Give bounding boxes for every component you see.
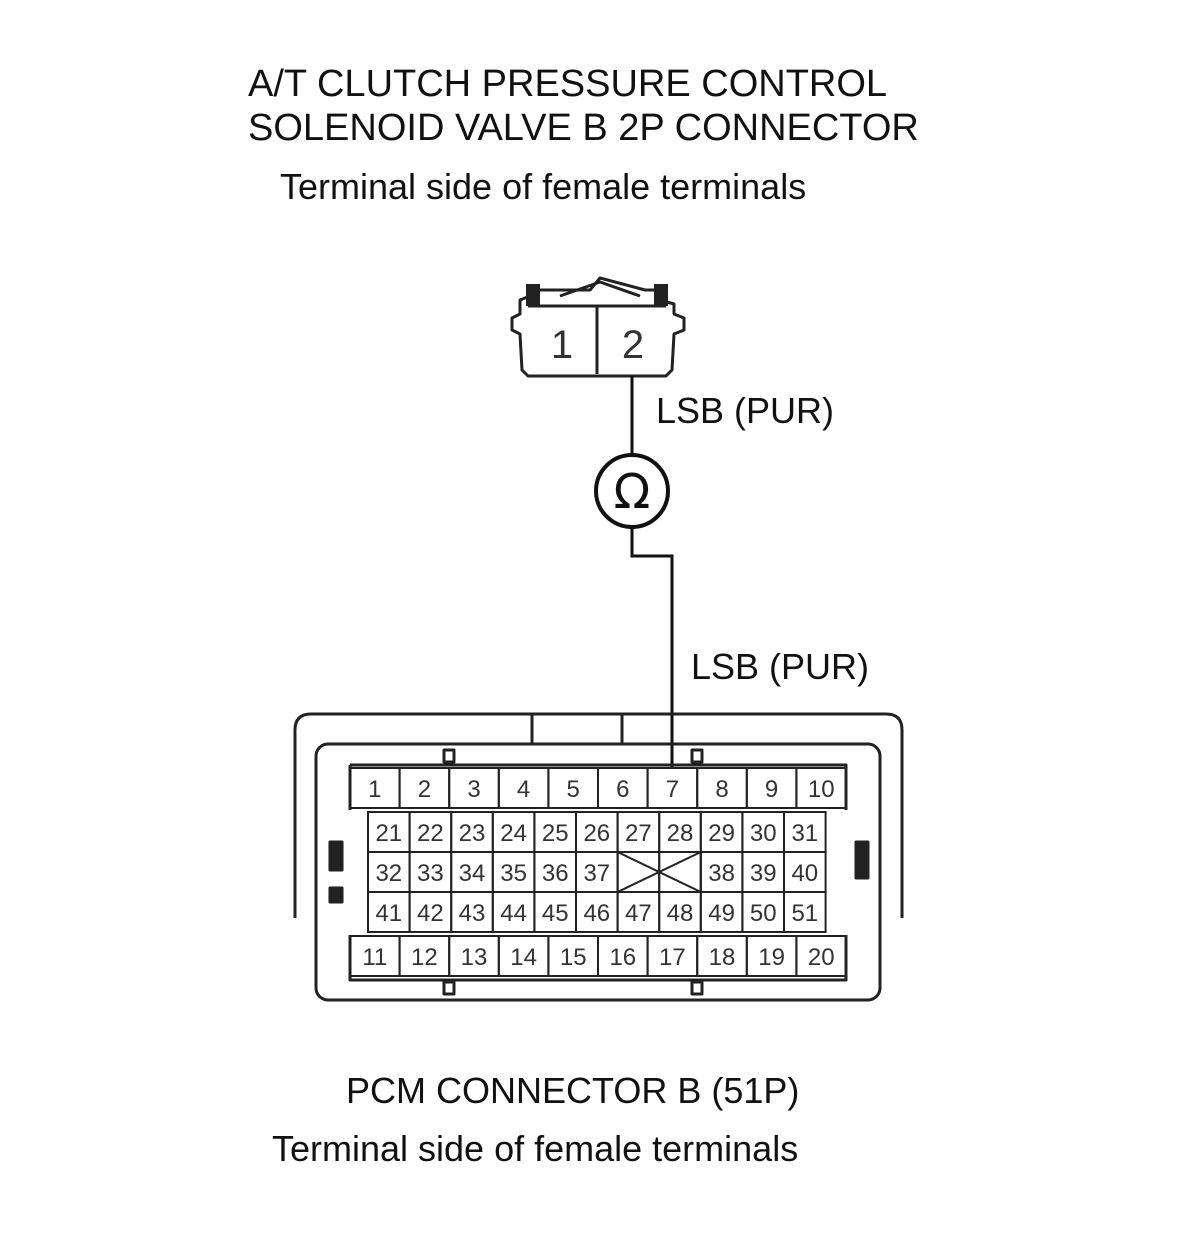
lsb-wire: [630, 376, 674, 768]
pcm-pin-7: 7: [666, 776, 679, 803]
pcm-pin-9: 9: [765, 776, 778, 803]
pcm-pin-45: 45: [542, 900, 569, 927]
pcm-pin-44: 44: [500, 900, 527, 927]
pcm-pin-24: 24: [500, 820, 527, 847]
pcm-pin-2: 2: [418, 776, 431, 803]
pcm-pin-23: 23: [459, 820, 486, 847]
pcm-pin-48: 48: [667, 900, 694, 927]
pcm-pin-20: 20: [808, 944, 835, 971]
pcm-pin-36: 36: [542, 860, 569, 887]
pcm-pin-11: 11: [362, 944, 387, 971]
ohm-symbol: Ω: [614, 464, 651, 520]
pcm-pin-51-cell: [783, 891, 827, 933]
top-connector-title-line1: A/T CLUTCH PRESSURE CONTROL: [248, 63, 888, 105]
pcm-pin-51: 51: [791, 900, 818, 927]
pcm-pin-21: 21: [375, 820, 402, 847]
pcm-pin-18: 18: [709, 944, 736, 971]
ohmmeter-icon: Ω: [594, 453, 670, 529]
pcm-pin-26: 26: [583, 820, 610, 847]
pcm-pin-10: 10: [808, 776, 835, 803]
wire-label-upper: LSB (PUR): [656, 390, 835, 431]
pcm-pin-25: 25: [542, 820, 569, 847]
pcm-pin-35: 35: [500, 860, 527, 887]
pcm-pin-29: 29: [708, 820, 735, 847]
pcm-pin-38: 38: [708, 860, 735, 887]
pcm-pin-4: 4: [517, 776, 530, 803]
pcm-pin-32: 32: [375, 860, 402, 887]
pcm-pin-20-cell: [795, 935, 848, 977]
blank-cross-line-2: [617, 851, 702, 893]
pcm-pin-33: 33: [417, 860, 444, 887]
pcm-pin-37: 37: [583, 860, 610, 887]
pcm-pin-47: 47: [625, 900, 652, 927]
top-connector-title-line2: SOLENOID VALVE B 2P CONNECTOR: [248, 107, 919, 149]
pcm-pin-27: 27: [625, 820, 652, 847]
pcm-pin-14: 14: [510, 944, 537, 971]
pcm-pin-3: 3: [467, 776, 480, 803]
pcm-pin-16: 16: [609, 944, 636, 971]
pcm-pin-12: 12: [411, 944, 438, 971]
pcm-pin-34: 34: [459, 860, 486, 887]
pcm-pin-19: 19: [758, 944, 785, 971]
wire-label-lower: LSB (PUR): [691, 646, 870, 687]
pcm-pin-22: 22: [417, 820, 444, 847]
top-pin-1: 1: [551, 323, 573, 367]
pcm-connector-title: PCM CONNECTOR B (51P): [346, 1070, 800, 1111]
pcm-pin-39: 39: [750, 860, 777, 887]
pcm-connector-view-note: Terminal side of female terminals: [272, 1128, 799, 1169]
pcm-pin-13: 13: [461, 944, 488, 971]
pcm-pin-42: 42: [417, 900, 444, 927]
pcm-pin-43: 43: [459, 900, 486, 927]
pcm-pin-31: 31: [791, 820, 818, 847]
pcm-pin-28: 28: [667, 820, 694, 847]
pcm-pin-49: 49: [708, 900, 735, 927]
pcm-pin-10-cell: [795, 767, 848, 809]
pcm-pin-1: 1: [368, 776, 381, 803]
top-connector-view-note: Terminal side of female terminals: [280, 166, 807, 207]
pcm-pin-5: 5: [567, 776, 580, 803]
pcm-pin-46: 46: [583, 900, 610, 927]
pcm-pin-6: 6: [616, 776, 629, 803]
pcm-blank-cavity: [616, 851, 702, 893]
top-pin-2: 2: [622, 323, 644, 367]
pcm-pin-40: 40: [791, 860, 818, 887]
pcm-pin-17: 17: [659, 944, 686, 971]
pcm-pin-8: 8: [715, 776, 728, 803]
pcm-pin-41: 41: [375, 900, 402, 927]
pcm-pin-15: 15: [560, 944, 587, 971]
pcm-pin-30: 30: [750, 820, 777, 847]
pcm-blank-cell: [658, 851, 702, 893]
pcm-pin-50: 50: [750, 900, 777, 927]
solenoid-2p-connector: [510, 276, 686, 378]
top-connector-title: A/T CLUTCH PRESSURE CONTROL SOLENOID VAL…: [248, 62, 919, 150]
pcm-blank-cell: [616, 851, 661, 893]
